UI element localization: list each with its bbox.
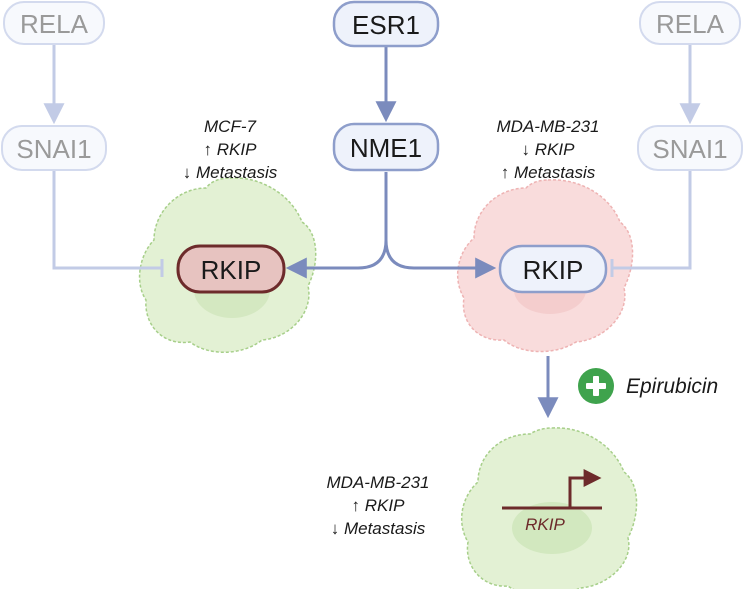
transcription-start-arrow-icon bbox=[568, 469, 602, 508]
annotation-mda-bottom: MDA-MB-231 ↑ RKIP ↓ Metastasis bbox=[327, 473, 430, 538]
node-rkip-left: RKIP bbox=[176, 244, 286, 294]
gene-rkip-label: RKIP bbox=[525, 515, 565, 534]
node-snai1-left: SNAI1 bbox=[1, 125, 107, 171]
annotation-mda-top-line1: MDA-MB-231 bbox=[497, 117, 600, 136]
gene-rkip: RKIP bbox=[502, 469, 602, 534]
node-rela-left-label: RELA bbox=[20, 9, 89, 39]
node-snai1-right-label: SNAI1 bbox=[652, 134, 727, 164]
edge-snai1-rkip-right-inhibit bbox=[612, 170, 692, 270]
annotation-mda-bottom-line2: ↑ RKIP bbox=[352, 496, 406, 515]
annotation-mcf7-line2: ↑ RKIP bbox=[204, 140, 258, 159]
node-rkip-left-label: RKIP bbox=[201, 255, 262, 285]
annotation-mcf7-line3: ↓ Metastasis bbox=[183, 163, 278, 182]
edge-nme1-rkip-right bbox=[384, 239, 497, 279]
plus-circle-icon bbox=[578, 368, 614, 404]
node-rkip-right: RKIP bbox=[498, 244, 608, 294]
node-esr1-label: ESR1 bbox=[352, 10, 420, 40]
annotation-mda-bottom-line1: MDA-MB-231 bbox=[327, 473, 430, 492]
node-rkip-right-label: RKIP bbox=[523, 255, 584, 285]
annotation-mcf7: MCF-7 ↑ RKIP ↓ Metastasis bbox=[183, 117, 278, 182]
treatment-epirubicin: Epirubicin bbox=[578, 368, 718, 404]
node-esr1: ESR1 bbox=[332, 0, 440, 48]
node-rela-right-label: RELA bbox=[656, 9, 725, 39]
annotation-mda-top: MDA-MB-231 ↓ RKIP ↑ Metastasis bbox=[497, 117, 600, 182]
annotation-mcf7-line1: MCF-7 bbox=[204, 117, 256, 136]
node-nme1-label: NME1 bbox=[350, 133, 422, 163]
node-snai1-left-label: SNAI1 bbox=[16, 134, 91, 164]
node-snai1-right: SNAI1 bbox=[637, 125, 743, 171]
annotation-mda-top-line3: ↑ Metastasis bbox=[501, 163, 596, 182]
node-rela-left: RELA bbox=[3, 1, 105, 45]
treatment-label: Epirubicin bbox=[626, 375, 718, 398]
annotation-mda-bottom-line3: ↓ Metastasis bbox=[331, 519, 426, 538]
node-rela-right: RELA bbox=[639, 1, 741, 45]
annotation-mda-top-line2: ↓ RKIP bbox=[522, 140, 576, 159]
node-nme1: NME1 bbox=[332, 122, 440, 172]
edge-snai1-rkip-left-inhibit bbox=[52, 170, 162, 270]
